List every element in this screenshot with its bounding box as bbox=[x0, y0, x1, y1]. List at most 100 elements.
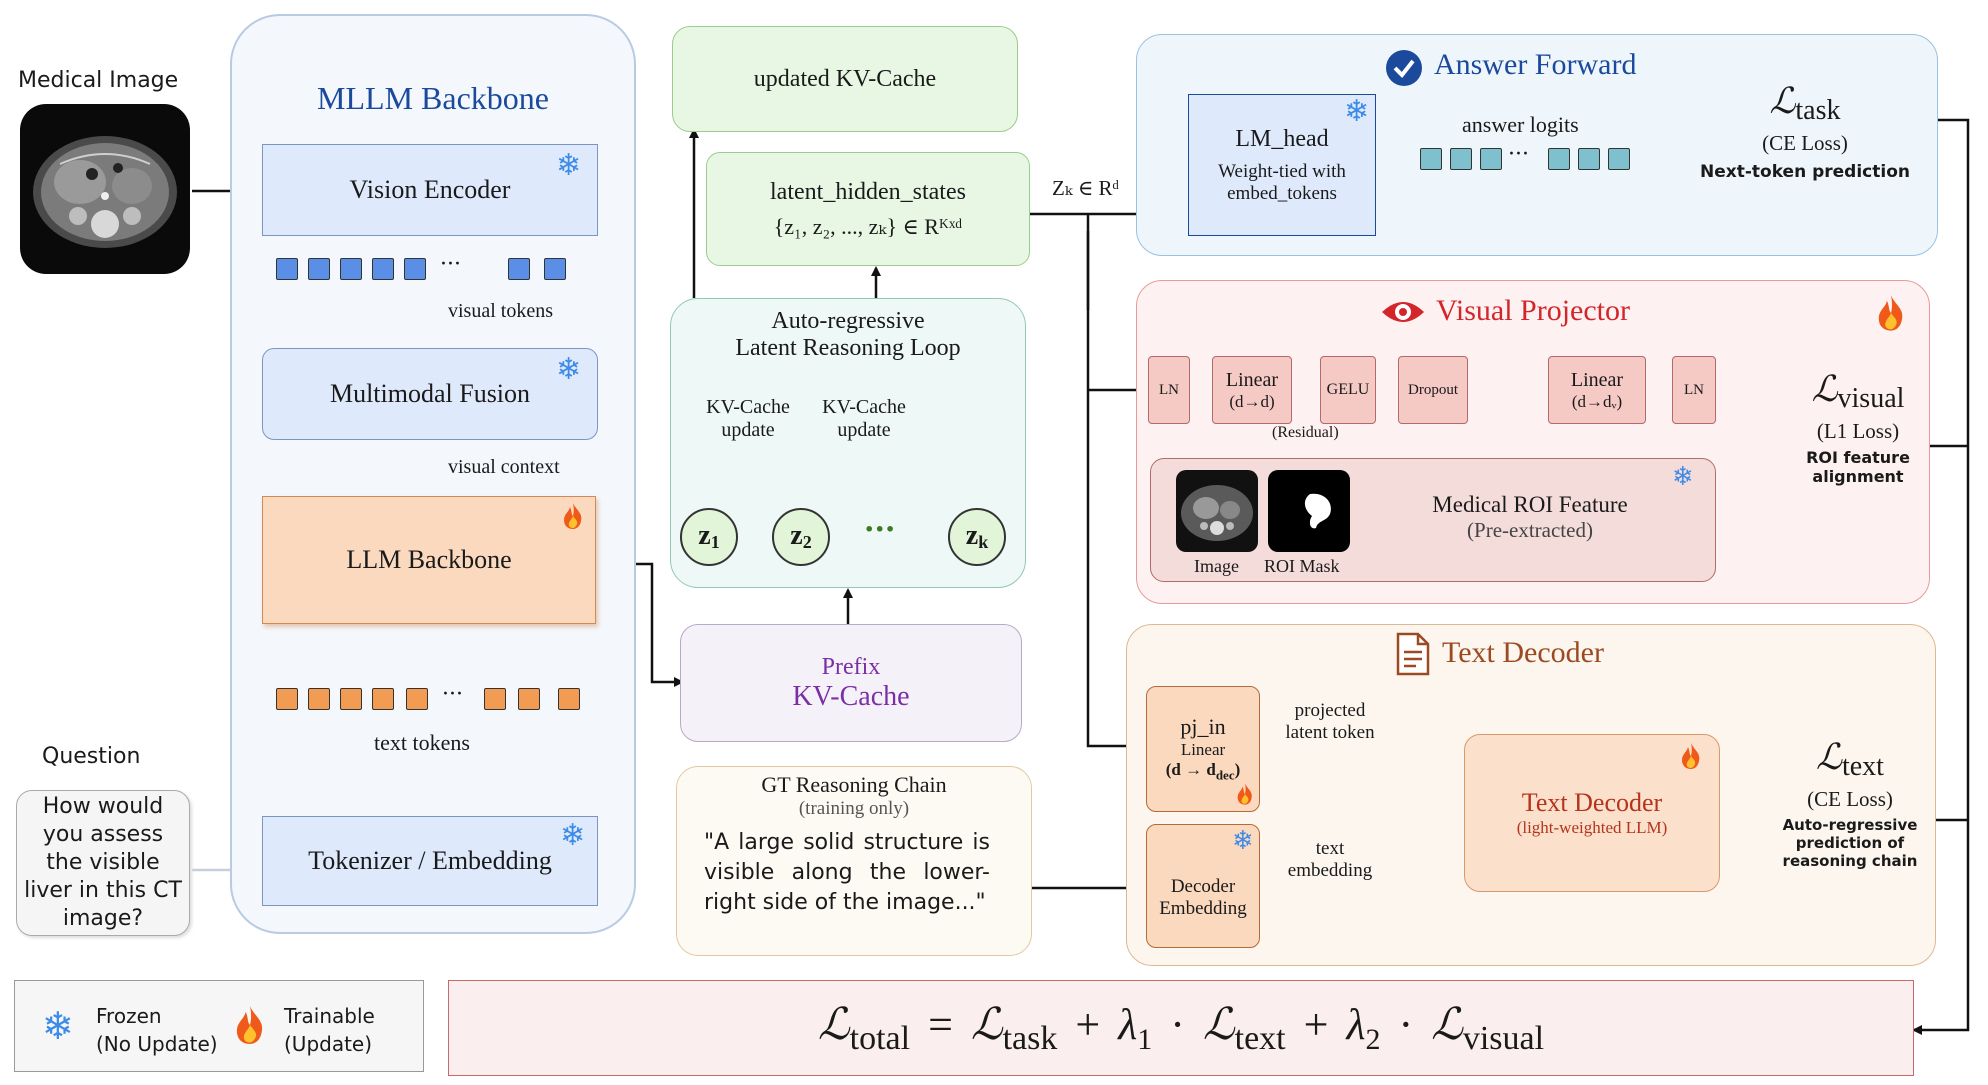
roi-image-label: Image bbox=[1194, 556, 1239, 576]
tokenizer-box: Tokenizer / Embedding bbox=[262, 816, 598, 906]
roi-feature-sub: (Pre-extracted) bbox=[1467, 518, 1593, 542]
loop-title: Auto-regressive Latent Reasoning Loop bbox=[670, 308, 1026, 362]
vp-linear-1: Linear (d→d) bbox=[1212, 356, 1292, 424]
pj-in-label: pj_in bbox=[1180, 714, 1226, 740]
text-tokens-label: text tokens bbox=[374, 730, 470, 755]
kv-update-a-line-1: KV-Cache bbox=[706, 396, 790, 418]
vp-ln-2: LN bbox=[1672, 356, 1716, 424]
text-decoder-box: Text Decoder (light-weighted LLM) bbox=[1464, 734, 1720, 892]
vp-dropout: Dropout bbox=[1398, 356, 1468, 424]
snowflake-icon: ❄ bbox=[556, 148, 582, 183]
visual-token bbox=[508, 258, 530, 280]
zk-subscript: k bbox=[978, 532, 989, 553]
task-loss-desc: Next-token prediction bbox=[1699, 162, 1910, 182]
text-token bbox=[484, 688, 506, 710]
text-term-subscript: text bbox=[1234, 1019, 1286, 1057]
vision-encoder-box: Vision Encoder bbox=[262, 144, 598, 236]
text-token bbox=[308, 688, 330, 710]
legend-trainable-text: Trainable (Update) bbox=[284, 1002, 375, 1058]
loop-title-line-1: Auto-regressive bbox=[771, 308, 925, 334]
prefix-label-line-2: KV-Cache bbox=[792, 680, 910, 712]
lambda-1-symbol: λ bbox=[1118, 999, 1138, 1049]
vp-dropout-label: Dropout bbox=[1408, 381, 1458, 398]
lambda-1-subscript: 1 bbox=[1137, 1022, 1153, 1056]
visual-token bbox=[544, 258, 566, 280]
legend-frozen-sub: (No Update) bbox=[96, 1032, 218, 1056]
visual-token bbox=[308, 258, 330, 280]
snowflake-icon: ❄ bbox=[1232, 826, 1254, 856]
decoder-embedding-line-1: Decoder bbox=[1170, 876, 1236, 897]
pj-in-dims-end: ) bbox=[1234, 760, 1241, 780]
vp-ln-1: LN bbox=[1148, 356, 1190, 424]
pj-in-linear: Linear bbox=[1180, 740, 1226, 760]
fire-icon bbox=[1237, 783, 1252, 805]
text-loss-desc-3: reasoning chain bbox=[1782, 852, 1918, 870]
vision-encoder-label: Vision Encoder bbox=[349, 175, 511, 204]
lambda-2-symbol: λ bbox=[1346, 999, 1366, 1049]
vp-linear-2-dims: (d→dᵥ) bbox=[1571, 391, 1623, 411]
answer-logits-label: answer logits bbox=[1462, 112, 1579, 137]
task-loss-subscript: task bbox=[1795, 95, 1841, 126]
legend-box bbox=[14, 980, 424, 1072]
vp-gelu-label: GELU bbox=[1326, 381, 1370, 398]
multiply-dot-2: · bbox=[1398, 999, 1414, 1049]
loop-title-line-2: Latent Reasoning Loop bbox=[735, 335, 961, 361]
text-token bbox=[558, 688, 580, 710]
residual-label: (Residual) bbox=[1272, 424, 1339, 441]
text-loss-name: (CE Loss) bbox=[1807, 787, 1893, 811]
question-text: How would you assess the visible liver i… bbox=[24, 794, 182, 931]
latent-dots: ··· bbox=[864, 512, 896, 547]
z1-symbol: z bbox=[698, 520, 711, 552]
lm-head-label: LM_head bbox=[1235, 125, 1329, 152]
latent-hidden-states-box: latent_hidden_states {z₁, z₂, ..., zₖ} ∈… bbox=[706, 152, 1030, 266]
lm-head-box: LM_head Weight-tied with embed_tokens bbox=[1188, 94, 1376, 236]
llm-backbone-label: LLM Backbone bbox=[346, 545, 512, 574]
question-box: How would you assess the visible liver i… bbox=[16, 790, 190, 936]
token-ellipsis: ··· bbox=[1508, 142, 1529, 167]
visual-token bbox=[372, 258, 394, 280]
latent-node-zk: zk bbox=[948, 508, 1006, 566]
tokenizer-label: Tokenizer / Embedding bbox=[308, 846, 552, 875]
visual-loss-desc-1: ROI feature bbox=[1806, 448, 1910, 467]
visual-loss-block: ℒvisual (L1 Loss) ROI feature alignment bbox=[1800, 368, 1916, 486]
visual-loss-desc-2: alignment bbox=[1812, 467, 1904, 486]
vp-linear-1-label: Linear bbox=[1225, 368, 1279, 391]
text-token bbox=[518, 688, 540, 710]
total-loss-box: ℒtotal = ℒtask + λ1 · ℒtext + λ2 · ℒvisu… bbox=[448, 980, 1914, 1076]
pj-in-dims: (d → d bbox=[1165, 760, 1216, 780]
logit-token bbox=[1480, 148, 1502, 170]
visual-token bbox=[276, 258, 298, 280]
roi-feature-title: Medical ROI Feature bbox=[1432, 492, 1628, 517]
multimodal-fusion-box: Multimodal Fusion bbox=[262, 348, 598, 440]
medical-image bbox=[20, 104, 190, 274]
projected-line-2: latent token bbox=[1285, 722, 1375, 743]
total-loss-symbol: ℒ bbox=[817, 999, 850, 1049]
mllm-backbone-title: MLLM Backbone bbox=[317, 80, 549, 116]
plus-sign-2: + bbox=[1303, 999, 1329, 1049]
snowflake-icon: ❄ bbox=[1672, 462, 1694, 492]
snowflake-icon: ❄ bbox=[1344, 94, 1370, 129]
gt-title: GT Reasoning Chain bbox=[761, 772, 947, 797]
logit-token bbox=[1548, 148, 1570, 170]
fire-icon bbox=[564, 503, 582, 529]
vp-ln-1-label: LN bbox=[1159, 381, 1179, 398]
vp-gelu: GELU bbox=[1320, 356, 1376, 424]
kv-update-b-line-1: KV-Cache bbox=[822, 396, 906, 418]
text-embedding-line-1: text bbox=[1315, 838, 1345, 859]
text-loss-subscript: text bbox=[1841, 751, 1884, 782]
latent-node-z2: z2 bbox=[772, 508, 830, 566]
vp-linear-2-label: Linear bbox=[1570, 368, 1624, 391]
z1-subscript: 1 bbox=[710, 532, 720, 553]
z2-symbol: z bbox=[790, 520, 803, 552]
logit-token bbox=[1450, 148, 1472, 170]
vp-ln-2-label: LN bbox=[1684, 381, 1704, 398]
visual-term-symbol: ℒ bbox=[1431, 999, 1463, 1049]
total-loss-equation: ℒtotal = ℒtask + λ1 · ℒtext + λ2 · ℒvisu… bbox=[818, 999, 1544, 1058]
task-term-subscript: task bbox=[1002, 1019, 1058, 1057]
text-decoder-box-title: Text Decoder bbox=[1521, 788, 1663, 817]
total-loss-subscript: total bbox=[849, 1019, 911, 1057]
visual-token bbox=[340, 258, 362, 280]
task-loss-name: (CE Loss) bbox=[1762, 131, 1848, 155]
snowflake-icon: ❄ bbox=[556, 352, 582, 387]
decoder-embedding-line-2: Embedding bbox=[1159, 898, 1247, 919]
